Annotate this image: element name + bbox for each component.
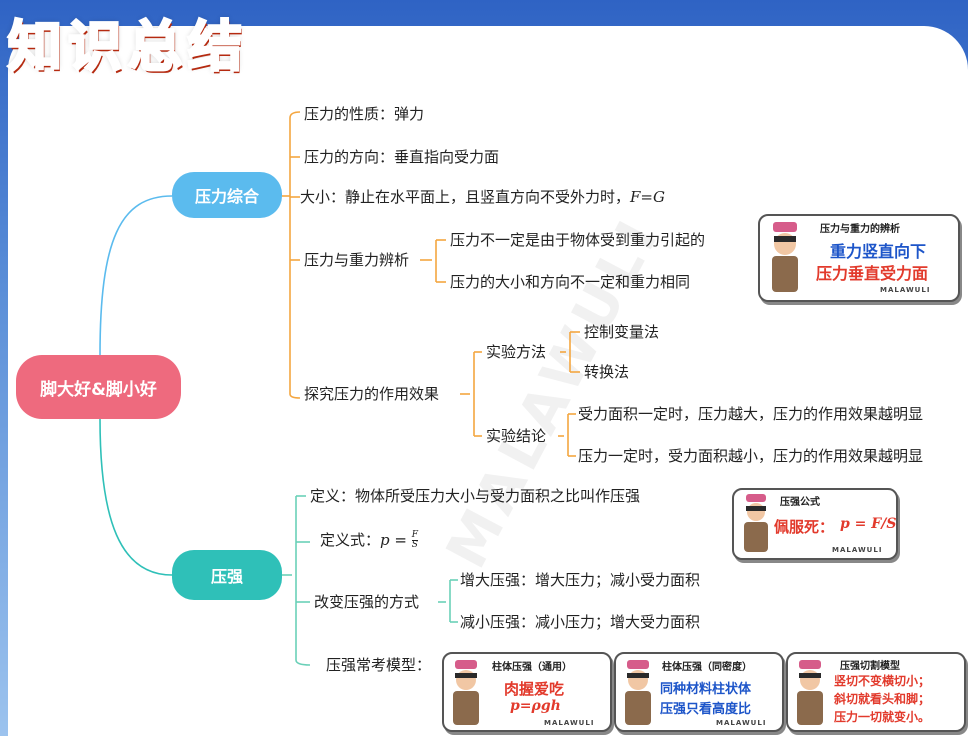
- leaf-size-text: 大小：静止在水平面上，且竖直方向不受外力时，: [300, 188, 631, 206]
- leaf-change-1[interactable]: 增大压强：增大压力；减小受力面积: [460, 571, 701, 589]
- sticker-column-pressure-general: 柱体压强（通用） 肉握爱吃 p=ρgh MALAWULI: [442, 652, 612, 732]
- branch-pressure-overview[interactable]: 压力综合: [172, 172, 282, 218]
- sticker3-line1: 肉握爱吃: [504, 680, 565, 698]
- formula-denominator: S: [411, 540, 418, 550]
- page-title: 知识总结: [7, 14, 248, 80]
- leaf-method[interactable]: 实验方法: [486, 343, 547, 361]
- sticker-pressure-vs-gravity: 压力与重力的辨析 重力竖直向下 压力垂直受力面 MALAWULI: [758, 214, 960, 302]
- leaf-method-2[interactable]: 转换法: [584, 363, 630, 381]
- leaf-definition[interactable]: 定义：物体所受压力大小与受力面积之比叫作压强: [310, 487, 641, 505]
- sticker2-brand: MALAWULI: [832, 546, 883, 554]
- formula-p: p: [380, 531, 390, 549]
- leaf-models[interactable]: 压强常考模型：: [326, 656, 432, 674]
- leaf-change[interactable]: 改变压强的方式: [314, 593, 420, 611]
- sticker1-line1: 重力竖直向下: [830, 242, 927, 261]
- root-node[interactable]: 脚大好&脚小好: [16, 355, 181, 419]
- sticker-column-pressure-same-density: 柱体压强（同密度） 同种材料柱状体 压强只看高度比 MALAWULI: [614, 652, 784, 732]
- sticker4-line1: 同种材料柱状体: [660, 682, 752, 697]
- leaf-discriminate-1[interactable]: 压力不一定是由于物体受到重力引起的: [450, 231, 706, 249]
- formula-label: 定义式：: [320, 531, 381, 549]
- sticker1-brand: MALAWULI: [880, 286, 931, 294]
- sticker3-line2: p=ρgh: [510, 698, 561, 714]
- leaf-conclusion-2[interactable]: 压力一定时，受力面积越小，压力的作用效果越明显: [578, 447, 924, 465]
- leaf-size-formula: F=G: [630, 188, 665, 206]
- sticker2-prefix: 佩服死：: [774, 518, 835, 536]
- sticker5-caption: 压强切割模型: [840, 661, 900, 672]
- sticker4-line2: 压强只看高度比: [660, 702, 752, 717]
- leaf-discriminate[interactable]: 压力与重力辨析: [304, 251, 410, 269]
- leaf-size[interactable]: 大小：静止在水平面上，且竖直方向不受外力时，F=G: [300, 187, 665, 207]
- sticker-pressure-cutting-model: 压强切割模型 竖切不变横切小； 斜切就看头和脚； 压力一切就变小。: [786, 652, 966, 732]
- avatar-icon: [744, 494, 768, 552]
- formula-eq: =: [389, 531, 412, 549]
- sticker4-caption: 柱体压强（同密度）: [662, 662, 752, 673]
- leaf-conclusion[interactable]: 实验结论: [486, 427, 547, 445]
- leaf-nature[interactable]: 压力的性质：弹力: [304, 105, 425, 123]
- formula-numerator: F: [411, 530, 418, 541]
- sticker5-line1: 竖切不变横切小；: [834, 674, 931, 688]
- sticker1-line2: 压力垂直受力面: [816, 264, 929, 283]
- sticker-pressure-formula: 压强公式 佩服死： p = F/S MALAWULI: [732, 488, 898, 560]
- leaf-conclusion-1[interactable]: 受力面积一定时，压力越大，压力的作用效果越明显: [578, 405, 924, 423]
- avatar-icon: [625, 660, 651, 725]
- sticker2-caption: 压强公式: [780, 497, 820, 508]
- avatar-icon: [797, 660, 823, 725]
- sticker3-brand: MALAWULI: [544, 719, 595, 727]
- sticker2-formula: p = F/S: [840, 516, 897, 532]
- sticker5-line3: 压力一切就变小。: [834, 710, 931, 724]
- avatar-icon: [772, 222, 798, 292]
- leaf-change-2[interactable]: 减小压强：减小压力；增大受力面积: [460, 613, 701, 631]
- leaf-discriminate-2[interactable]: 压力的大小和方向不一定和重力相同: [450, 273, 691, 291]
- sticker5-line2: 斜切就看头和脚；: [834, 692, 931, 706]
- sticker4-brand: MALAWULI: [716, 719, 767, 727]
- sticker3-caption: 柱体压强（通用）: [492, 662, 572, 673]
- avatar-icon: [453, 660, 479, 725]
- leaf-direction[interactable]: 压力的方向：垂直指向受力面: [304, 148, 500, 166]
- sticker1-caption: 压力与重力的辨析: [820, 224, 900, 235]
- leaf-method-1[interactable]: 控制变量法: [584, 323, 660, 341]
- branch-pressure-intensity[interactable]: 压强: [172, 550, 282, 600]
- leaf-explore[interactable]: 探究压力的作用效果: [304, 385, 440, 403]
